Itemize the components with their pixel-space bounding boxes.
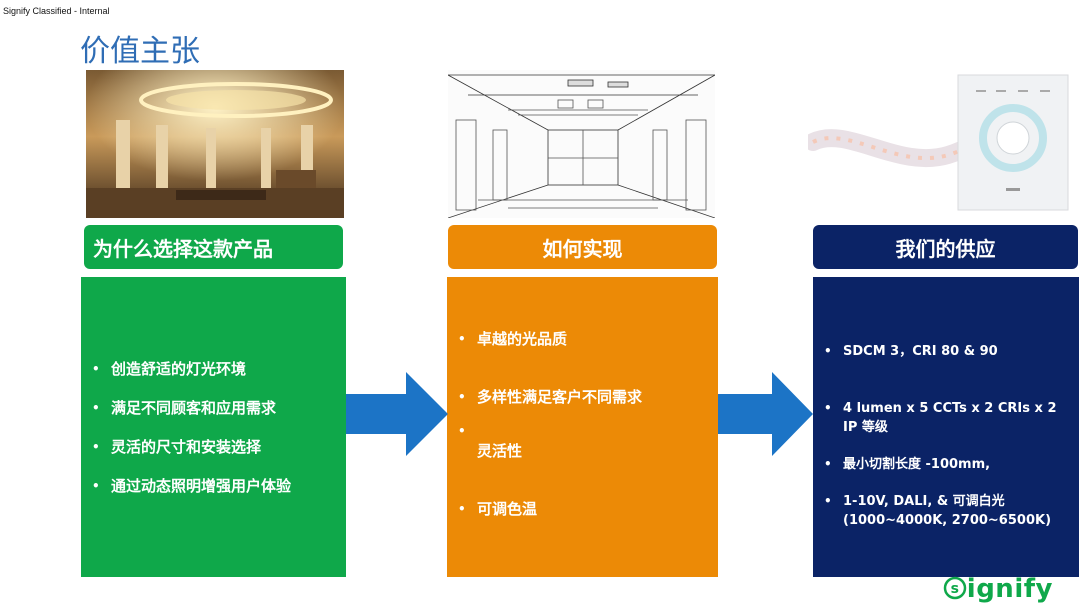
signify-logo-s-icon: s (943, 576, 967, 600)
why-product-header: 为什么选择这款产品 (84, 225, 343, 269)
how-achieve-list: •卓越的光品质 •多样性满足客户不同需求 •灵活性 •可调色温 (458, 329, 707, 519)
list-item: •通过动态照明增强用户体验 (92, 477, 292, 495)
signify-logo: s ignify (943, 574, 1053, 604)
list-item: •4 lumen x 5 CCTs x 2 CRIs x 2 IP 等级 (824, 401, 1057, 435)
list-item: •满足不同顾客和应用需求 (92, 399, 277, 417)
bullet-icon: • (824, 457, 832, 471)
list-item: •创造舒适的灯光环境 (92, 360, 247, 378)
list-item: •卓越的光品质 (458, 330, 568, 348)
svg-text:s: s (950, 581, 959, 597)
how-achieve-header: 如何实现 (448, 225, 717, 269)
bullet-icon: • (92, 362, 100, 376)
arrow-right-icon (718, 372, 813, 456)
list-item: •最小切割长度 -100mm, (824, 457, 991, 472)
led-strip-and-controller-image (808, 70, 1073, 218)
hotel-lobby-image (86, 70, 344, 218)
list-item: •1-10V, DALI, & 可调白光 (1000~4000K, 2700~6… (824, 494, 1052, 528)
bullet-icon: • (458, 332, 466, 346)
bullet-icon: • (824, 401, 832, 415)
bullet-icon: • (824, 344, 832, 358)
list-item: •灵活性 (458, 421, 707, 461)
bullet-icon: • (824, 494, 832, 508)
bullet-icon: • (458, 390, 466, 404)
list-item: •SDCM 3，CRI 80 & 90 (824, 344, 998, 359)
bullet-icon: • (92, 479, 100, 493)
our-offer-list: •SDCM 3，CRI 80 & 90 •4 lumen x 5 CCTs x … (824, 342, 1073, 530)
list-item: •灵活的尺寸和安装选择 (92, 438, 262, 456)
our-offer-header: 我们的供应 (813, 225, 1078, 269)
classification-label: Signify Classified - Internal (3, 6, 110, 16)
bullet-icon: • (92, 440, 100, 454)
bullet-icon: • (458, 424, 466, 438)
why-product-list: •创造舒适的灯光环境 •满足不同顾客和应用需求 •灵活的尺寸和安装选择 •通过动… (92, 359, 341, 515)
list-item: •可调色温 (458, 500, 538, 518)
bullet-icon: • (92, 401, 100, 415)
why-product-panel: •创造舒适的灯光环境 •满足不同顾客和应用需求 •灵活的尺寸和安装选择 •通过动… (81, 277, 346, 577)
our-offer-panel: •SDCM 3，CRI 80 & 90 •4 lumen x 5 CCTs x … (813, 277, 1079, 577)
bullet-icon: • (458, 502, 466, 516)
list-item: •多样性满足客户不同需求 (458, 388, 643, 406)
how-achieve-panel: •卓越的光品质 •多样性满足客户不同需求 •灵活性 •可调色温 (447, 277, 718, 577)
arrow-right-icon (346, 372, 448, 456)
logo-text: ignify (966, 574, 1053, 604)
architecture-sketch-image (448, 70, 715, 218)
page-title: 价值主张 (80, 34, 200, 69)
